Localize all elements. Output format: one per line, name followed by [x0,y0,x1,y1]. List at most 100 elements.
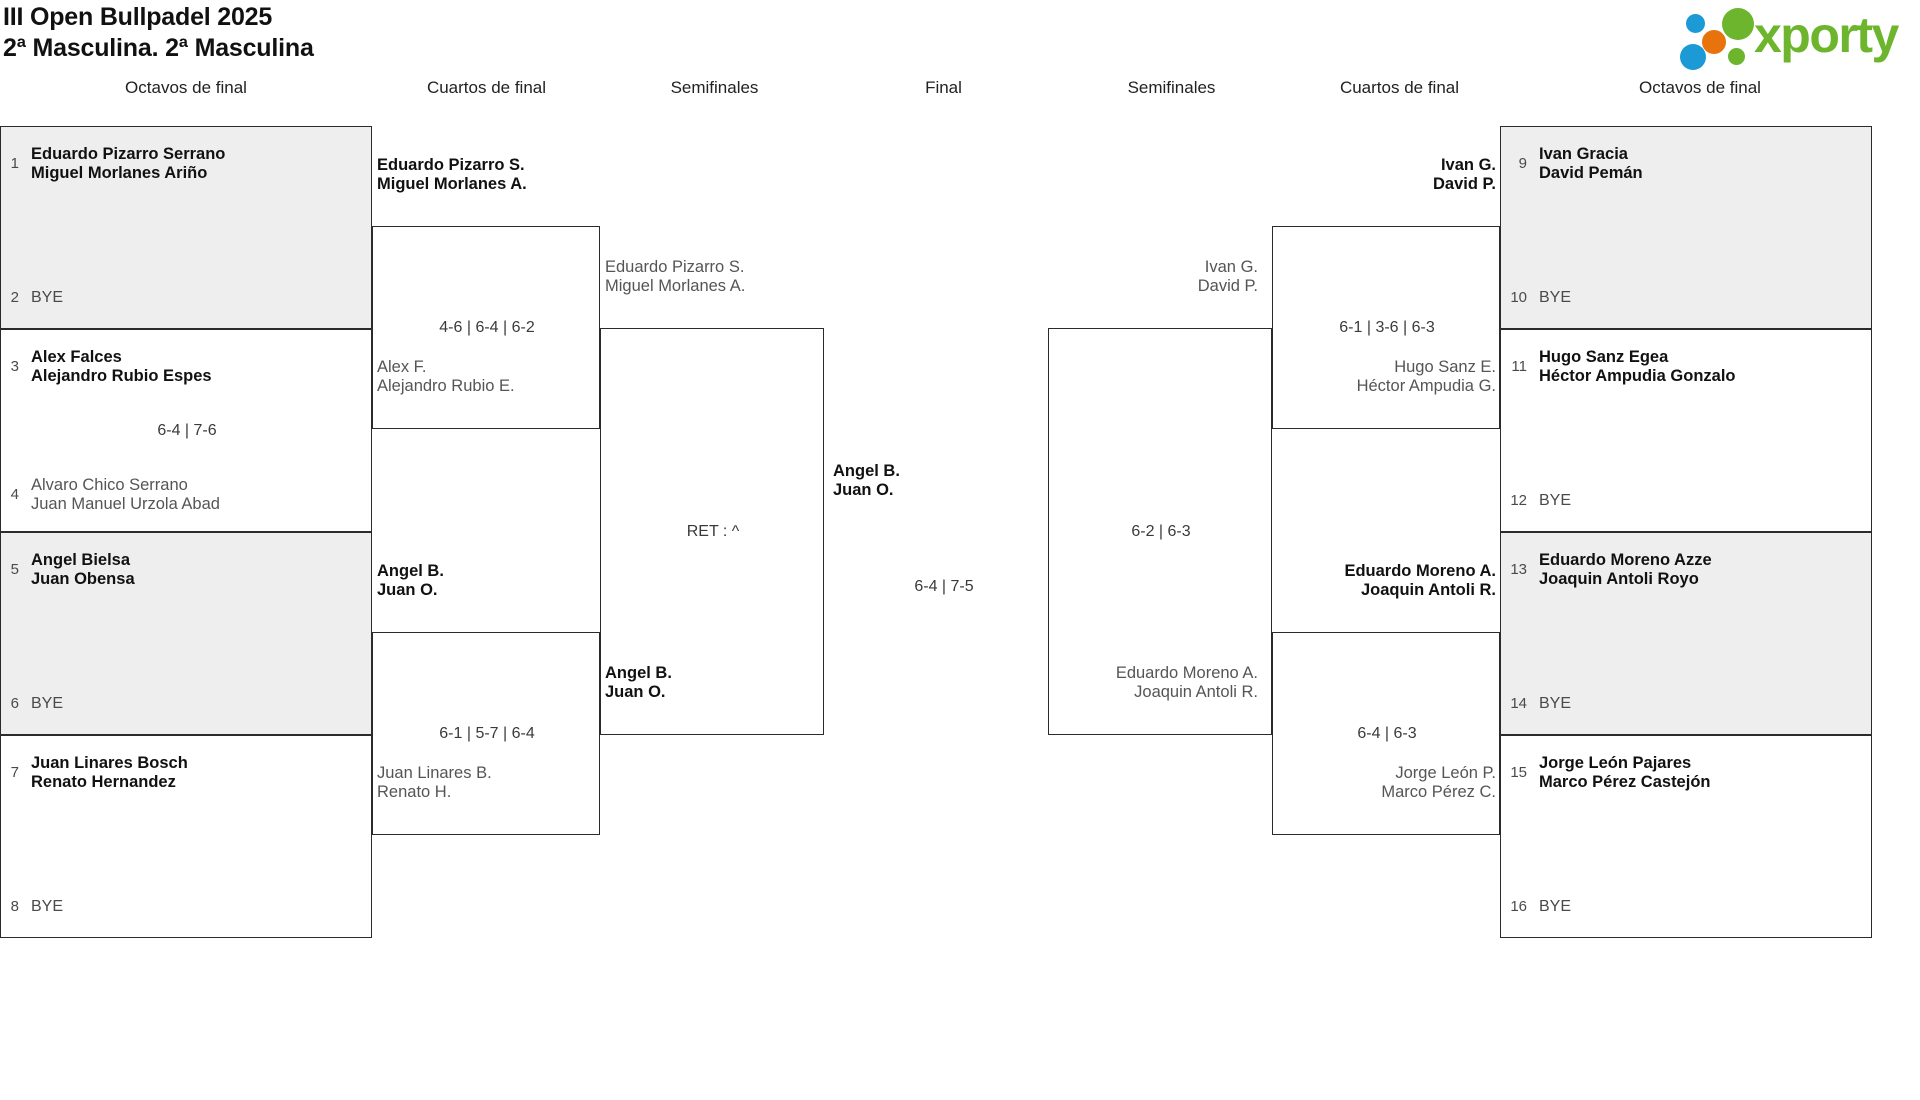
player-line-2: Renato Hernandez [31,773,176,792]
match-left-r16-1[interactable]: 1 Eduardo Pizarro Serrano Miguel Morlane… [0,126,372,329]
page-title: III Open Bullpadel 2025 2ª Masculina. 2ª… [3,2,314,63]
logo-dot-green-small [1728,48,1745,65]
match-left-qf-2[interactable]: 6-1 | 5-7 | 6-4 [372,632,600,835]
bye-label: BYE [1539,289,1572,306]
round-header-left-r16: Octavos de final [125,78,247,97]
seed-number: 9 [1518,155,1527,172]
seed-number: 3 [10,358,19,375]
player-pair: Juan Linares Bosch Renato Hernandez [31,754,188,793]
player-line-2: David P. [1197,277,1258,296]
player-line-2: David P. [1433,175,1496,194]
player-line-2: Juan O. [833,481,894,500]
player-line-2: David Pemán [1539,164,1643,183]
round-header-final: Final [925,78,962,97]
match-right-r16-1[interactable]: 9 Ivan Gracia David Pemán 10 BYE [1500,126,1872,329]
seed-number: 11 [1511,358,1527,375]
match-left-r16-2[interactable]: 3 Alex Falces Alejandro Rubio Espes 6-4 … [0,329,372,532]
player-line-1: Angel B. [377,562,444,580]
match-score: 4-6 | 6-4 | 6-2 [439,319,535,336]
player-pair-right-sf-top: Ivan G. David P. [858,258,1258,297]
bye-label: BYE [31,898,64,915]
seed-number: 10 [1510,289,1527,306]
match-left-r16-3[interactable]: 5 Angel Bielsa Juan Obensa 6 BYE [0,532,372,735]
bye-label: BYE [1539,695,1572,712]
player-line-1: Alex F. [377,358,427,376]
match-left-qf-1[interactable]: 4-6 | 6-4 | 6-2 [372,226,600,429]
player-pair: Eduardo Moreno Azze Joaquin Antoli Royo [1539,551,1712,590]
player-line-2: Héctor Ampudia G. [1356,377,1496,396]
player-pair-left-qf-1-bottom: Alex F. Alejandro Rubio E. [377,358,515,397]
player-line-1: Ivan G. [1440,156,1496,174]
player-line-2: Joaquin Antoli Royo [1539,570,1699,589]
player-line-2: Renato H. [377,783,452,802]
player-pair-left-qf-1-top: Eduardo Pizarro S. Miguel Morlanes A. [377,156,527,195]
player-pair-left-sf-top: Eduardo Pizarro S. Miguel Morlanes A. [605,258,745,297]
player-pair: Jorge León Pajares Marco Pérez Castejón [1539,754,1710,793]
seed-number: 2 [10,289,19,306]
player-line-2: Miguel Morlanes Ariño [31,164,208,183]
player-pair-right-qf-2-top: Eduardo Moreno A. Joaquin Antoli R. [1071,562,1496,601]
player-pair-right-qf-1-top: Ivan G. David P. [1071,156,1496,195]
player-line-1: Ivan Gracia [1539,145,1628,163]
match-left-r16-4[interactable]: 7 Juan Linares Bosch Renato Hernandez 8 … [0,735,372,938]
tournament-name: III Open Bullpadel 2025 [3,3,273,31]
player-line-1: Angel B. [605,664,672,682]
match-right-qf-2[interactable]: 6-4 | 6-3 [1272,632,1500,835]
player-pair-left-qf-2-bottom: Juan Linares B. Renato H. [377,764,492,803]
player-line-1: Alex Falces [31,348,122,366]
player-line-2: Juan O. [605,683,666,702]
bye-label: BYE [31,695,64,712]
bye-label: BYE [1539,898,1572,915]
seed-number: 7 [10,764,19,781]
seed-number: 4 [10,486,19,503]
round-header-left-sf: Semifinales [670,78,759,97]
match-score: RET : ^ [686,523,740,540]
match-score: 6-4 | 7-6 [157,422,217,439]
round-header-right-r16: Octavos de final [1639,78,1761,97]
player-pair-left-qf-2-top: Angel B. Juan O. [377,562,444,601]
xporty-logo[interactable]: xporty [1662,6,1912,70]
player-pair-left-sf-bottom: Angel B. Juan O. [605,664,672,703]
player-line-1: Eduardo Moreno A. [1344,562,1496,580]
seed-number: 16 [1510,898,1527,915]
tournament-category: 2ª Masculina. 2ª Masculina [3,33,314,62]
player-line-1: Angel Bielsa [31,551,131,569]
match-left-sf[interactable]: RET : ^ [600,328,824,735]
seed-number: 6 [10,695,19,712]
player-line-1: Eduardo Pizarro S. [377,156,525,174]
player-line-1: Eduardo Moreno A. [1115,664,1258,682]
player-line-1: Juan Linares B. [377,764,492,782]
player-line-2: Héctor Ampudia Gonzalo [1539,367,1736,386]
match-right-qf-1[interactable]: 6-1 | 3-6 | 6-3 [1272,226,1500,429]
player-pair-final-champion: Angel B. Juan O. [833,462,900,501]
match-score: 6-1 | 3-6 | 6-3 [1339,319,1435,336]
round-header-left-qf: Cuartos de final [426,78,547,97]
player-line-1: Hugo Sanz E. [1394,358,1496,376]
player-pair: Angel Bielsa Juan Obensa [31,551,135,590]
logo-dot-blue-small [1686,14,1705,33]
player-line-2: Joaquin Antoli R. [1134,683,1258,702]
round-header-right-sf: Semifinales [1127,78,1216,97]
player-line-1: Eduardo Moreno Azze [1539,551,1712,569]
match-right-r16-3[interactable]: 13 Eduardo Moreno Azze Joaquin Antoli Ro… [1500,532,1872,735]
player-line-2: Juan Obensa [31,570,135,589]
player-line-1: Ivan G. [1204,258,1258,276]
player-pair: Hugo Sanz Egea Héctor Ampudia Gonzalo [1539,348,1736,387]
player-line-1: Jorge León Pajares [1539,754,1692,772]
player-pair: Alex Falces Alejandro Rubio Espes [31,348,212,387]
player-line-1: Eduardo Pizarro Serrano [31,145,226,163]
match-right-r16-4[interactable]: 15 Jorge León Pajares Marco Pérez Castej… [1500,735,1872,938]
bye-label: BYE [31,289,64,306]
match-right-sf[interactable]: 6-2 | 6-3 [1048,328,1272,735]
seed-number: 8 [10,898,19,915]
player-line-2: Joaquin Antoli R. [1360,581,1496,600]
match-score: 6-2 | 6-3 [1131,523,1191,540]
seed-number: 13 [1510,561,1527,578]
logo-dot-green-large [1722,8,1754,40]
bye-label: BYE [1539,492,1572,509]
player-line-1: Eduardo Pizarro S. [605,258,745,276]
match-score: 6-1 | 5-7 | 6-4 [439,725,535,742]
match-right-r16-2[interactable]: 11 Hugo Sanz Egea Héctor Ampudia Gonzalo… [1500,329,1872,532]
player-line-2: Marco Pérez Castejón [1539,773,1711,792]
